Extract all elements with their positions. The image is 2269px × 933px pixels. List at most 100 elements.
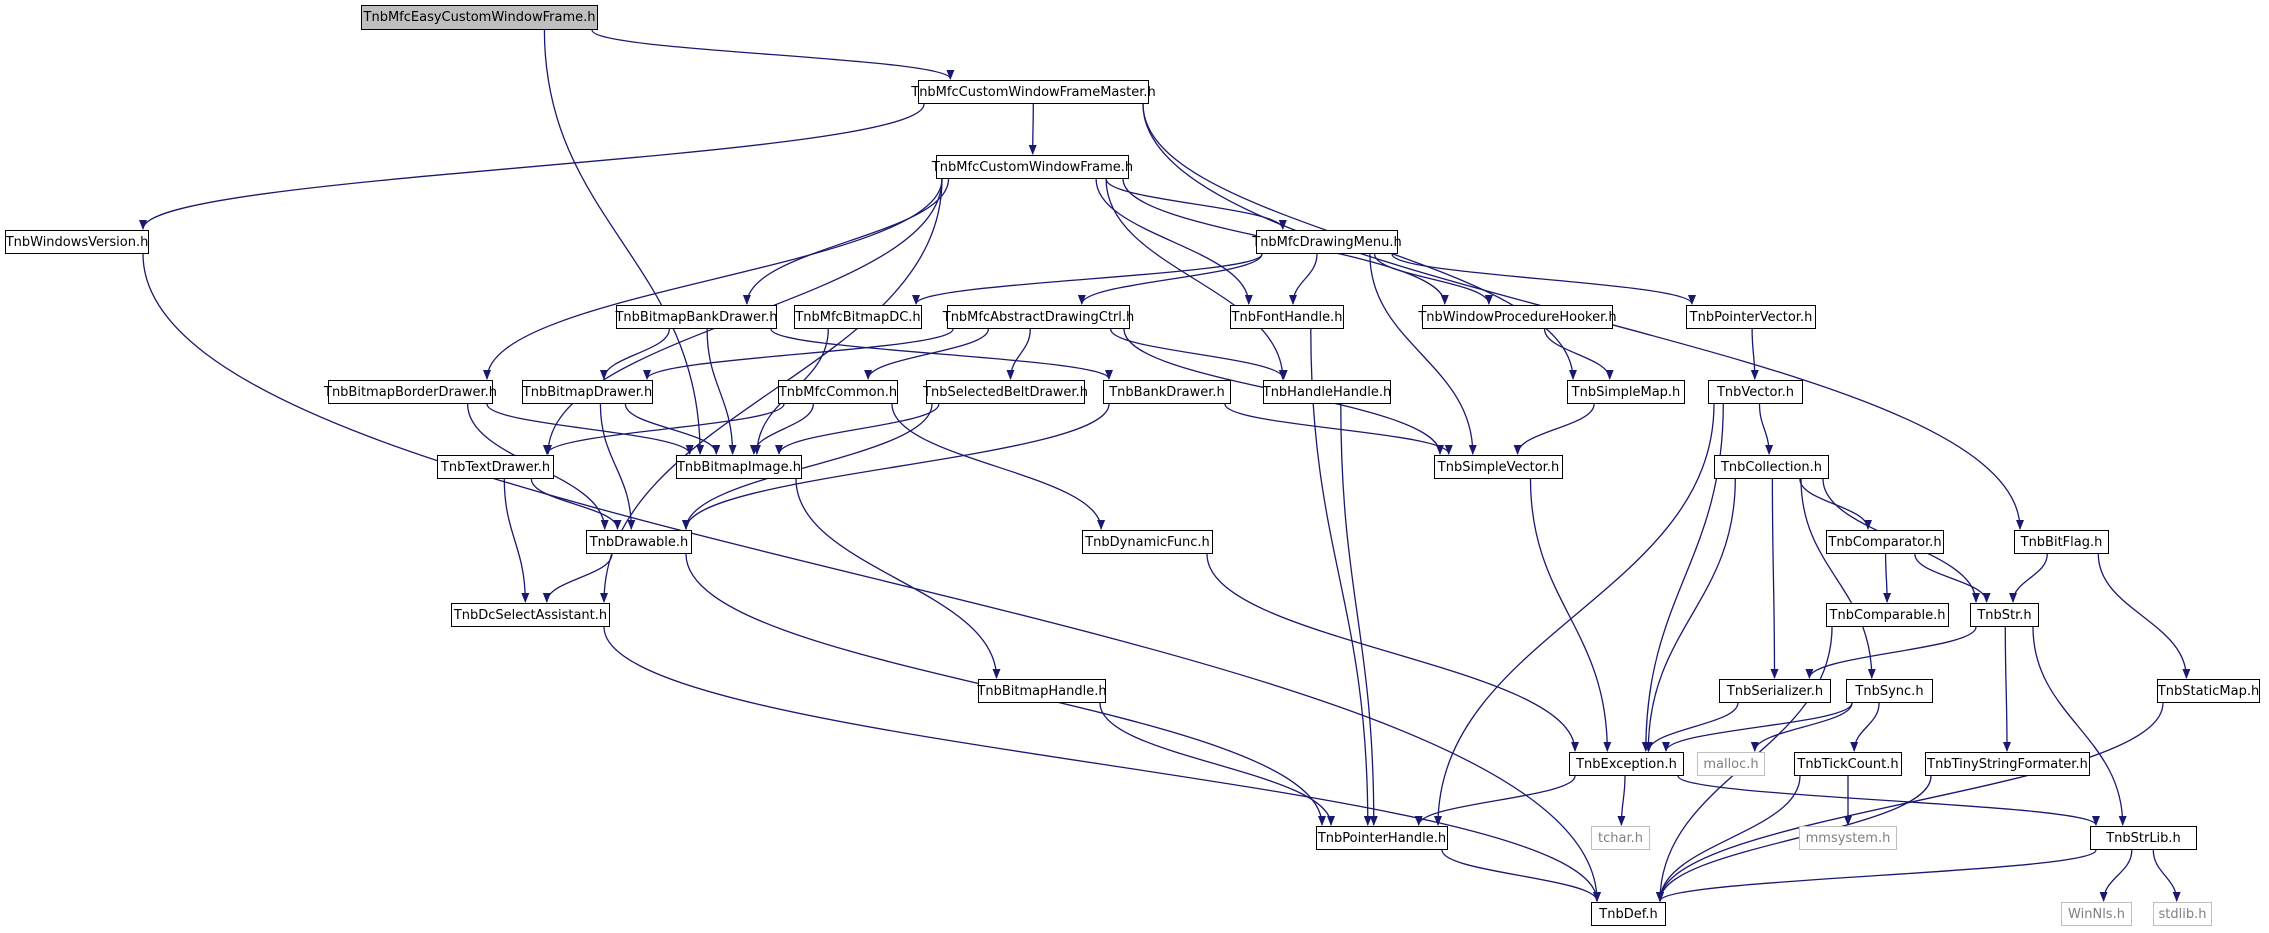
edge-absdraw-to-selbelt <box>1006 328 1031 380</box>
edge-bbankdrawer-to-bimage <box>706 328 737 455</box>
node-ptrvector[interactable]: TnbPointerVector.h <box>1686 305 1816 329</box>
edge-master-to-winver <box>139 103 925 230</box>
edge-collection-to-sync <box>1800 478 1876 679</box>
edge-handlehandle-to-ptrhandle <box>1340 403 1378 826</box>
node-simplevector[interactable]: TnbSimpleVector.h <box>1434 455 1563 479</box>
node-mmsystem: mmsystem.h <box>1799 826 1897 850</box>
edge-ptrhandle-to-def <box>1441 849 1601 902</box>
edge-selbelt-to-bimage <box>775 403 940 455</box>
node-sync[interactable]: TnbSync.h <box>1846 679 1933 703</box>
node-tinystr[interactable]: TnbTinyStringFormater.h <box>1925 752 2090 776</box>
node-textdrawer[interactable]: TnbTextDrawer.h <box>437 455 554 479</box>
node-exception[interactable]: TnbException.h <box>1569 752 1684 776</box>
node-mfccommon[interactable]: TnbMfcCommon.h <box>778 380 898 404</box>
node-bhandle[interactable]: TnbBitmapHandle.h <box>977 679 1107 703</box>
node-ptrhandle[interactable]: TnbPointerHandle.h <box>1316 826 1448 850</box>
edge-collection-to-exception <box>1644 478 1736 752</box>
node-drawable[interactable]: TnbDrawable.h <box>586 530 692 554</box>
node-strlib[interactable]: TnbStrLib.h <box>2090 826 2197 850</box>
edge-drawmenu-to-simplevector <box>1369 253 1477 455</box>
edge-frame-to-handlehandle <box>1105 178 1287 380</box>
node-comparable[interactable]: TnbComparable.h <box>1826 603 1949 627</box>
edge-frame-to-fonthandle <box>1095 178 1253 305</box>
edge-bdrawer-to-drawable <box>599 403 636 530</box>
edge-bankdrawer-to-simplevector <box>1224 403 1453 455</box>
node-vector[interactable]: TnbVector.h <box>1708 380 1803 404</box>
edge-exception-to-strlib <box>1677 775 2100 826</box>
edge-strlib-to-winnls <box>2099 849 2133 902</box>
edge-vector-to-ptrhandle <box>1434 403 1715 826</box>
node-bborder[interactable]: TnbBitmapBorderDrawer.h <box>324 380 497 404</box>
node-winver[interactable]: TnbWindowsVersion.h <box>5 230 149 254</box>
edge-bimage-to-bhandle <box>795 478 1001 679</box>
edge-simplevector-to-exception <box>1529 478 1612 752</box>
edge-easy-to-bimage <box>543 29 705 455</box>
node-frame[interactable]: TnbMfcCustomWindowFrame.h <box>932 155 1133 179</box>
edge-bhandle-to-ptrhandle <box>1099 702 1335 826</box>
node-malloc: malloc.h <box>1697 752 1765 776</box>
node-bimage[interactable]: TnbBitmapImage.h <box>676 455 802 479</box>
edge-drawmenu-to-absdraw <box>1077 253 1263 305</box>
node-collection[interactable]: TnbCollection.h <box>1714 455 1829 479</box>
node-bbankdrawer[interactable]: TnbBitmapBankDrawer.h <box>615 305 778 329</box>
edge-exception-to-ptrhandle <box>1414 775 1576 826</box>
node-drawmenu[interactable]: TnbMfcDrawingMenu.h <box>1252 230 1402 254</box>
node-bitflag[interactable]: TnbBitFlag.h <box>2014 530 2109 554</box>
edge-frame-to-drawmenu <box>1105 178 1287 230</box>
edge-str-to-serializer <box>1805 626 1977 679</box>
edge-simplemap-to-simplevector <box>1513 403 1595 455</box>
node-easy[interactable]: TnbMfcEasyCustomWindowFrame.h <box>361 5 598 30</box>
edge-frame-to-bbankdrawer <box>742 178 950 305</box>
edge-str-to-tinystr <box>2002 626 2011 752</box>
edge-bankdrawer-to-drawable <box>682 403 1110 530</box>
edge-bitflag-to-staticmap <box>2097 553 2191 679</box>
edge-textdrawer-to-dcselect <box>503 478 530 603</box>
node-bdrawer[interactable]: TnbBitmapDrawer.h <box>522 380 653 404</box>
node-winnls: WinNls.h <box>2061 902 2132 926</box>
edge-serializer-to-exception <box>1644 702 1739 752</box>
node-dynfunc[interactable]: TnbDynamicFunc.h <box>1082 530 1213 554</box>
edge-comparator-to-comparable <box>1883 553 1892 603</box>
edge-exception-to-tchar <box>1617 775 1626 826</box>
edge-strlib-to-stdlib <box>2152 849 2181 902</box>
edge-sync-to-exception <box>1662 702 1853 752</box>
edge-collection-to-comparator <box>1799 478 1872 530</box>
edge-mfccommon-to-bimage <box>749 403 814 455</box>
node-handlehandle[interactable]: TnbHandleHandle.h <box>1263 380 1391 404</box>
node-str[interactable]: TnbStr.h <box>1970 603 2039 627</box>
node-wndproc[interactable]: TnbWindowProcedureHooker.h <box>1418 305 1617 329</box>
node-bitmapdc[interactable]: TnbMfcBitmapDC.h <box>794 305 922 329</box>
node-tchar: tchar.h <box>1591 826 1650 850</box>
edge-bborder-to-bimage <box>486 403 694 455</box>
edge-absdraw-to-bdrawer <box>643 328 954 380</box>
edge-absdraw-to-mfccommon <box>864 328 990 380</box>
node-simplemap[interactable]: TnbSimpleMap.h <box>1567 380 1685 404</box>
edge-master-to-frame <box>1028 103 1037 155</box>
edge-drawmenu-to-fonthandle <box>1289 253 1318 305</box>
edge-drawmenu-to-ptrvector <box>1391 253 1696 305</box>
node-bankdrawer[interactable]: TnbBankDrawer.h <box>1103 380 1231 404</box>
node-serializer[interactable]: TnbSerializer.h <box>1719 679 1831 703</box>
node-fonthandle[interactable]: TnbFontHandle.h <box>1230 305 1344 329</box>
edge-textdrawer-to-drawable <box>530 478 622 530</box>
edge-drawmenu-to-bitmapdc <box>912 253 1263 305</box>
node-comparator[interactable]: TnbComparator.h <box>1826 530 1944 554</box>
node-absdraw[interactable]: TnbMfcAbstractDrawingCtrl.h <box>943 305 1134 329</box>
node-selbelt[interactable]: TnbSelectedBeltDrawer.h <box>923 380 1088 404</box>
edge-tickcount-to-def <box>1656 775 1801 902</box>
node-dcselect[interactable]: TnbDcSelectAssistant.h <box>451 603 610 627</box>
edge-drawable-to-dcselect <box>542 553 613 603</box>
node-stdlib: stdlib.h <box>2153 902 2212 926</box>
edge-wndproc-to-simplemap <box>1543 328 1614 380</box>
edge-frame-to-bborder <box>483 178 943 380</box>
node-master[interactable]: TnbMfcCustomWindowFrameMaster.h <box>911 80 1156 104</box>
node-staticmap[interactable]: TnbStaticMap.h <box>2157 679 2260 703</box>
node-tickcount[interactable]: TnbTickCount.h <box>1794 752 1902 776</box>
node-def[interactable]: TnbDef.h <box>1591 902 1666 926</box>
edge-mfccommon-to-textdrawer <box>542 403 785 455</box>
edge-dynfunc-to-exception <box>1206 553 1579 752</box>
edge-strlib-to-def <box>1656 849 2097 902</box>
edge-mfccommon-to-dynfunc <box>891 403 1106 530</box>
edge-bitflag-to-str <box>2009 553 2048 603</box>
